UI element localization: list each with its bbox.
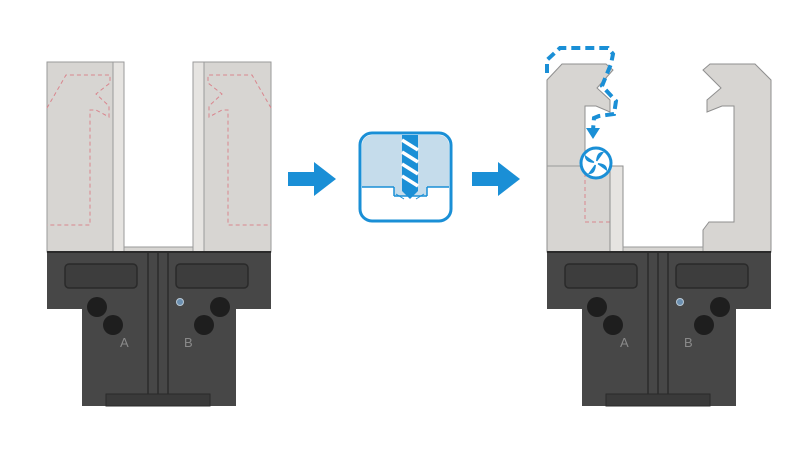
right-jaw-blank <box>192 61 272 253</box>
right-slot-a <box>564 263 638 289</box>
left-port-b-upper <box>210 297 230 317</box>
left-port-a-upper <box>87 297 107 317</box>
left-gripper: A B <box>46 61 272 407</box>
right-port-b-lower <box>694 315 714 335</box>
left-gripper-body: A B <box>47 251 271 407</box>
tool-path <box>545 46 619 131</box>
left-slot-b <box>175 263 249 289</box>
left-port-b-lower <box>194 315 214 335</box>
right-port-a-upper <box>587 297 607 317</box>
left-label-b: B <box>184 335 193 350</box>
drill-icon <box>358 131 453 223</box>
machined-right-jaw <box>702 63 772 253</box>
right-label-b: B <box>684 335 693 350</box>
left-jaw-blank <box>46 61 125 253</box>
right-label-a: A <box>620 335 629 350</box>
right-port-a-lower <box>603 315 623 335</box>
right-slot-b <box>675 263 749 289</box>
left-port-a-lower <box>103 315 123 335</box>
milling-cutter-icon <box>579 146 613 180</box>
arrow-right-icon <box>288 162 336 196</box>
tool-path-arrow-icon <box>586 128 600 139</box>
left-label-a: A <box>120 335 129 350</box>
left-screw-icon <box>176 298 184 306</box>
right-gripper: A B <box>545 46 772 407</box>
left-slot-a <box>64 263 138 289</box>
right-gripper-body: A B <box>547 251 771 407</box>
right-screw-icon <box>676 298 684 306</box>
right-port-b-upper <box>710 297 730 317</box>
arrow-right-icon <box>472 162 520 196</box>
